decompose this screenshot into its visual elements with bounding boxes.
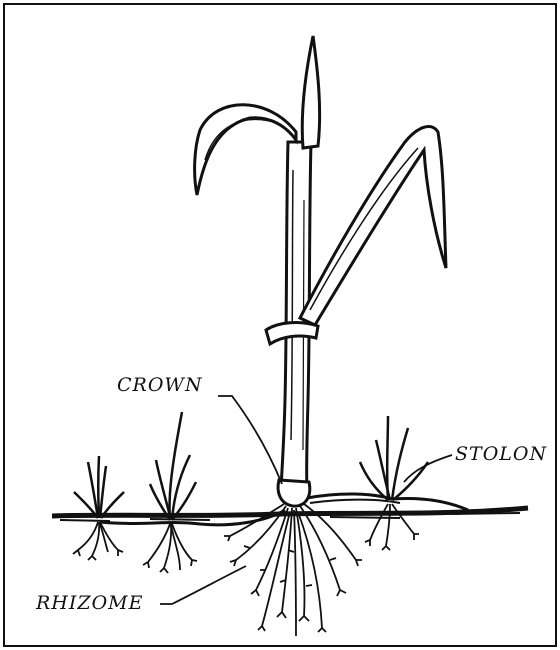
plantlet-left [74, 456, 124, 518]
plantlet-right [360, 416, 428, 500]
roots-middle [143, 524, 197, 573]
stolon-label: STOLON [455, 443, 547, 465]
stolon-leader-line [404, 455, 452, 482]
crown-label: CROWN [117, 374, 203, 396]
right-drooping-leaf [300, 127, 446, 325]
roots-left [73, 522, 123, 560]
crown-leader-line [218, 396, 282, 484]
rhizome-label: RHIZOME [36, 592, 143, 614]
rhizome-leader-line [160, 566, 246, 604]
left-curled-leaf [195, 105, 296, 195]
top-spike-leaf [302, 36, 319, 148]
plantlet-middle [150, 412, 196, 520]
crown-swelling [278, 480, 310, 506]
